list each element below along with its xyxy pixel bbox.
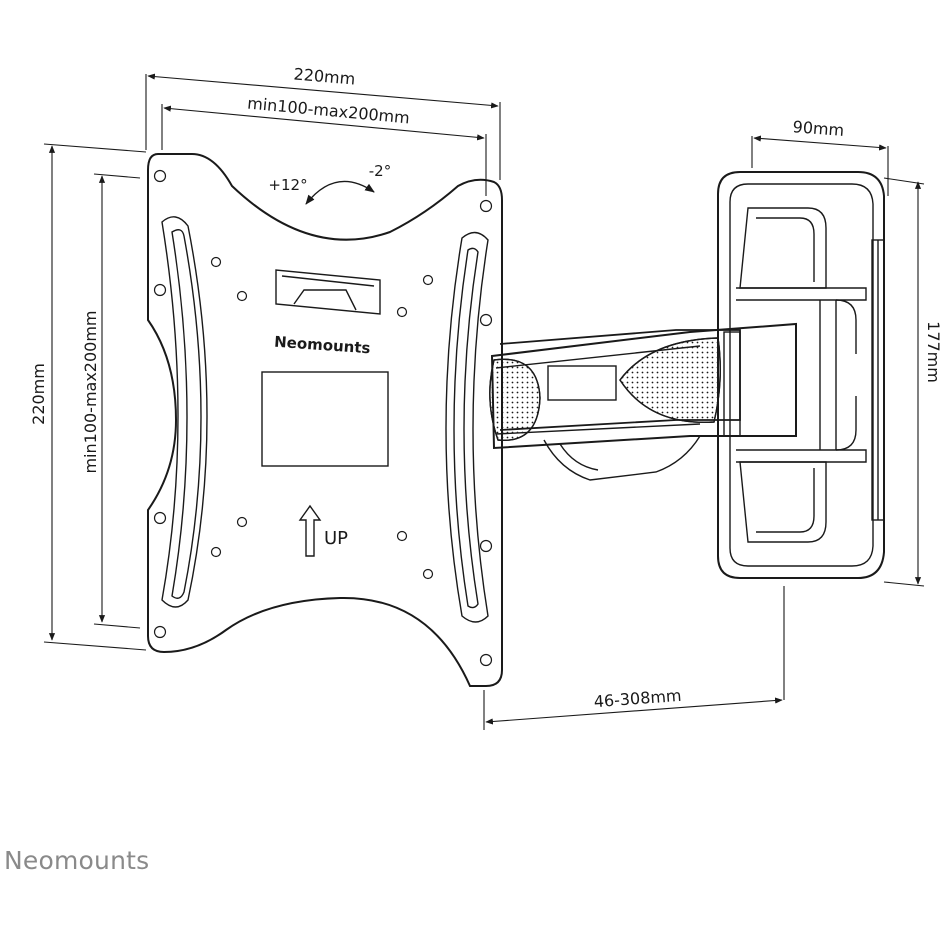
wall-plate: [717, 171, 885, 579]
tilt-down-label: -2°: [369, 162, 391, 180]
dim-wall-height: 177mm: [924, 321, 943, 383]
brand-logo: Neomounts: [4, 846, 150, 875]
tilt-up-label: +12°: [268, 176, 307, 194]
plate-up-label: UP: [324, 528, 348, 549]
dim-plate-height: 220mm: [29, 363, 48, 425]
tilt-arc-icon: [305, 180, 375, 205]
dim-wall-depth: 90mm: [792, 117, 845, 140]
up-arrow-icon: [298, 504, 322, 557]
dim-plate-width: 220mm: [293, 64, 356, 88]
tv-plate: [147, 153, 503, 687]
vesa-holes: [153, 169, 493, 667]
plate-brand-label: Neomounts: [274, 333, 372, 358]
dim-vesa-height: min100-max200mm: [81, 310, 100, 473]
dimension-lines: [43, 73, 925, 730]
dim-vesa-width: min100-max200mm: [246, 94, 410, 128]
swing-arm: [489, 322, 797, 481]
dim-arm-extension: 46-308mm: [593, 686, 682, 711]
